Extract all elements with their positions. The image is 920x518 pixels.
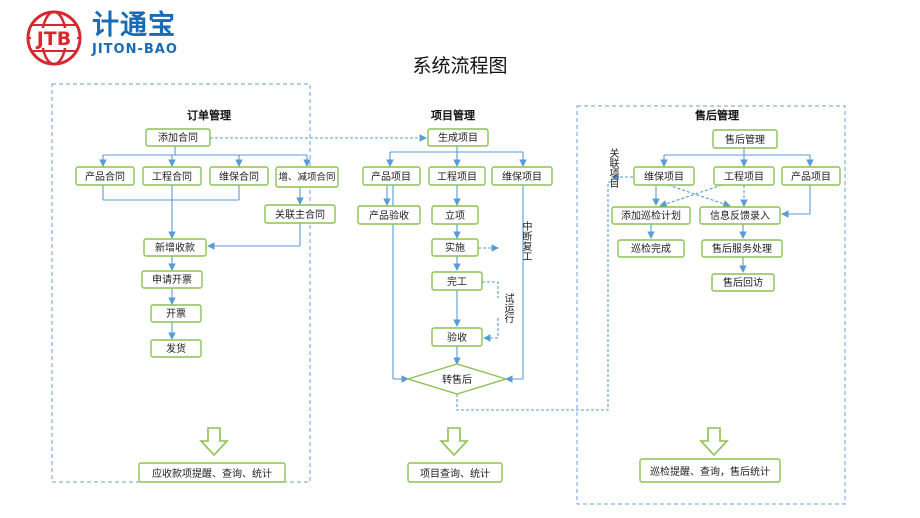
svg-text:工程项目: 工程项目 — [437, 171, 477, 183]
product-acceptance-box[interactable]: 产品验收 — [357, 205, 421, 225]
svg-text:产品项目: 产品项目 — [791, 170, 831, 183]
project-summary-arrow-icon — [439, 427, 469, 457]
aftersale-summary-arrow-icon — [699, 427, 729, 457]
new-payment-box[interactable]: 新增收款 — [143, 238, 207, 257]
generate-project-box[interactable]: 生成项目 — [427, 128, 489, 147]
svg-text:工程项目: 工程项目 — [724, 171, 764, 183]
svg-text:立项: 立项 — [445, 209, 465, 222]
add-remove-item-label: 增、减项合同 — [278, 171, 335, 183]
svg-text:应收款项提醒、查询、统计: 应收款项提醒、查询、统计 — [152, 467, 272, 480]
aftersale-manage-box[interactable]: 售后管理 — [712, 129, 778, 149]
inspection-done-box[interactable]: 巡检完成 — [617, 239, 685, 258]
product-contract-box[interactable]: 产品合同 — [75, 166, 135, 186]
acceptance-box[interactable]: 验收 — [431, 327, 483, 347]
logo-mark: JTB — [35, 28, 72, 50]
feedback-entry-box[interactable]: 信息反馈录入 — [699, 206, 781, 225]
svg-text:申请开票: 申请开票 — [152, 273, 192, 286]
logo-wordmark: 计通宝 JITON-BAO — [92, 10, 178, 58]
svg-text:维保合同: 维保合同 — [219, 170, 259, 183]
link-project-text: 关联项目 — [578, 147, 619, 188]
suspend-resume-label: 中断复工 — [491, 220, 532, 260]
project-heading: 项目管理 — [431, 108, 475, 122]
invoice-box[interactable]: 开票 — [150, 304, 202, 323]
svg-text:维保项目: 维保项目 — [502, 170, 542, 183]
service-handling-box[interactable]: 售后服务处理 — [701, 239, 783, 258]
to-aftersale-diamond[interactable]: 转售后 — [405, 363, 509, 395]
revisit-box[interactable]: 售后回访 — [711, 273, 775, 292]
suspend-resume-text: 中断复工 — [491, 220, 532, 260]
aftersale-connectors — [647, 148, 814, 273]
svg-text:开票: 开票 — [166, 308, 186, 320]
add-remove-item-box[interactable]: 增、减项合同 — [275, 166, 339, 188]
order-heading: 订单管理 — [187, 108, 231, 122]
product-project-box[interactable]: 产品项目 — [362, 166, 421, 186]
aftersale-engineering-box[interactable]: 工程项目 — [713, 166, 775, 186]
svg-text:巡检完成: 巡检完成 — [631, 242, 671, 255]
svg-text:实施: 实施 — [445, 241, 465, 254]
svg-text:添加合同: 添加合同 — [158, 131, 198, 144]
svg-text:新增收款: 新增收款 — [155, 241, 195, 254]
svg-text:关联主合同: 关联主合同 — [275, 208, 325, 221]
svg-text:项目查询、统计: 项目查询、统计 — [420, 467, 490, 480]
svg-text:完工: 完工 — [447, 275, 467, 288]
aftersale-section-frame — [576, 105, 846, 505]
svg-text:产品合同: 产品合同 — [85, 170, 125, 183]
aftersale-heading: 售后管理 — [694, 108, 739, 122]
maintenance-contract-box[interactable]: 维保合同 — [209, 166, 269, 186]
logo-name-cn: 计通宝 — [92, 10, 176, 41]
aftersale-product-box[interactable]: 产品项目 — [781, 166, 841, 186]
link-project-label: 关联项目 — [578, 147, 619, 188]
order-summary-arrow-icon — [199, 427, 229, 457]
svg-text:售后回访: 售后回访 — [723, 276, 763, 289]
project-summary-box[interactable]: 项目查询、统计 — [407, 462, 503, 483]
order-connectors — [99, 134, 427, 340]
order-summary-box[interactable]: 应收款项提醒、查询、统计 — [138, 462, 286, 483]
aftersale-maintenance-box[interactable]: 维保项目 — [633, 166, 695, 186]
add-contract-box[interactable]: 添加合同 — [145, 128, 211, 147]
logo-name-en: JITON-BAO — [92, 42, 178, 57]
project-contract-box[interactable]: 工程合同 — [142, 166, 202, 186]
svg-text:维保项目: 维保项目 — [644, 170, 684, 183]
page-title: 系统流程图 — [412, 55, 508, 77]
apply-invoice-box[interactable]: 申请开票 — [141, 270, 203, 289]
add-inspection-box[interactable]: 添加巡检计划 — [611, 206, 691, 225]
svg-text:售后管理: 售后管理 — [725, 133, 765, 146]
engineering-project-box[interactable]: 工程项目 — [428, 166, 486, 186]
svg-text:添加巡检计划: 添加巡检计划 — [621, 209, 681, 222]
svg-text:工程合同: 工程合同 — [152, 170, 192, 183]
link-main-contract-box[interactable]: 关联主合同 — [264, 204, 336, 224]
svg-text:验收: 验收 — [447, 331, 467, 344]
svg-text:发货: 发货 — [166, 342, 186, 355]
svg-text:巡检提醒、查询，售后统计: 巡检提醒、查询，售后统计 — [650, 465, 770, 478]
svg-text:转售后: 转售后 — [442, 373, 472, 386]
svg-text:产品项目: 产品项目 — [371, 170, 411, 183]
complete-box[interactable]: 完工 — [431, 271, 483, 291]
svg-text:产品验收: 产品验收 — [369, 209, 409, 222]
svg-text:售后服务处理: 售后服务处理 — [712, 242, 772, 255]
implement-box[interactable]: 实施 — [431, 238, 479, 257]
svg-text:生成项目: 生成项目 — [438, 131, 478, 144]
ship-box[interactable]: 发货 — [150, 339, 202, 358]
aftersale-summary-box[interactable]: 巡检提醒、查询，售后统计 — [639, 458, 781, 483]
setup-box[interactable]: 立项 — [431, 205, 479, 225]
company-logo: JTB — [26, 10, 82, 66]
project-connectors — [383, 146, 638, 411]
svg-text:信息反馈录入: 信息反馈录入 — [710, 209, 770, 222]
maintenance-project-box[interactable]: 维保项目 — [491, 166, 553, 186]
